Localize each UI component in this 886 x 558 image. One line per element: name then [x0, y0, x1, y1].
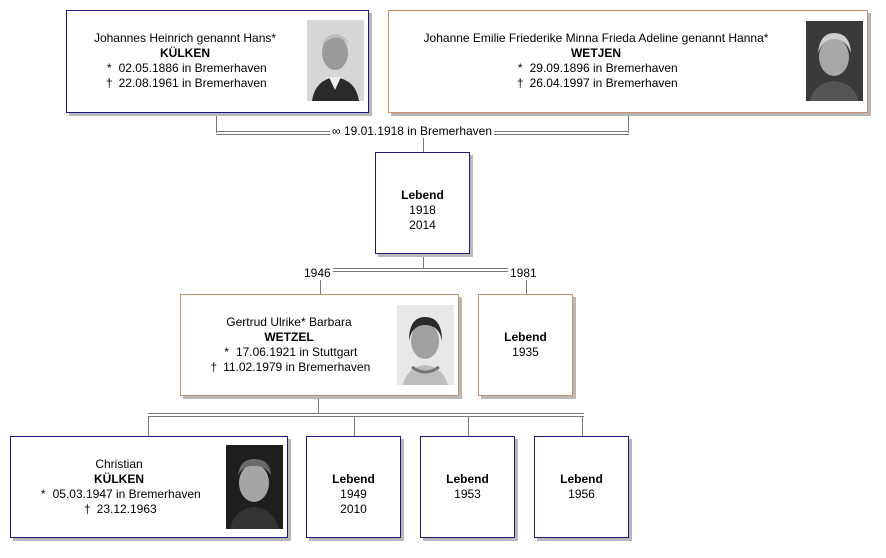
center-line2: 2014 [409, 218, 436, 232]
death-icon: † [210, 360, 218, 374]
connector-child3-up [468, 416, 469, 436]
person-father[interactable]: Johannes Heinrich genannt Hans* KÜLKEN *… [66, 10, 369, 113]
child4-line1: 1956 [568, 487, 595, 501]
wife1-name: Gertrud Ulrike* Barbara [226, 315, 352, 329]
marriage-label: ∞ 19.01.1918 in Bremerhaven [330, 124, 495, 138]
birth-icon: * [517, 61, 523, 75]
death-icon: † [83, 502, 91, 516]
spouse-year-right: 1981 [508, 266, 539, 280]
child3-title: Lebend [446, 472, 489, 486]
father-name: Johannes Heinrich genannt Hans* [93, 31, 277, 45]
wife2-title: Lebend [504, 330, 547, 344]
child1-name: Christian [95, 457, 143, 471]
connector-center-down [423, 254, 424, 268]
death-icon: † [516, 76, 524, 90]
connector-father-down [216, 113, 217, 133]
person-mother[interactable]: Johanne Emilie Friederike Minna Frieda A… [388, 10, 868, 113]
children-line [148, 413, 584, 417]
father-death: 22.08.1961 in Bremerhaven [118, 76, 267, 90]
marriage-date: 19.01.1918 in Bremerhaven [343, 124, 493, 138]
marriage-symbol: ∞ [332, 124, 341, 138]
center-line1: 1918 [409, 203, 436, 217]
connector-child2-up [354, 416, 355, 436]
wife2-line1: 1935 [512, 345, 539, 359]
person-child1[interactable]: Christian KÜLKEN * 05.03.1947 in Bremerh… [10, 436, 288, 538]
child1-photo [226, 445, 283, 529]
connector-marriage-center [423, 134, 424, 153]
person-child4[interactable]: Lebend 1956 [534, 436, 629, 538]
wife1-photo [397, 305, 454, 385]
mother-surname: WETJEN [570, 46, 621, 60]
connector-mother-down [628, 113, 629, 133]
spouse-line [320, 268, 527, 272]
father-surname: KÜLKEN [160, 46, 210, 60]
center-title: Lebend [401, 188, 444, 202]
wife1-surname: WETZEL [264, 330, 314, 344]
person-wife2[interactable]: Lebend 1935 [478, 294, 573, 396]
spouse-year-left: 1946 [302, 266, 333, 280]
wife1-birth: 17.06.1921 in Stuttgart [235, 345, 358, 359]
mother-birth: 29.09.1896 in Bremerhaven [529, 61, 678, 75]
mother-photo [806, 21, 863, 101]
connector-wife1-down [318, 396, 319, 413]
birth-icon: * [106, 61, 112, 75]
birth-icon: * [224, 345, 229, 359]
connector-child4-up [582, 416, 583, 436]
mother-death: 26.04.1997 in Bremerhaven [529, 76, 678, 90]
child1-surname: KÜLKEN [94, 472, 144, 486]
child1-birth: 05.03.1947 in Bremerhaven [52, 487, 201, 501]
person-center[interactable]: Lebend 1918 2014 [375, 152, 470, 254]
connector-wife1-up [320, 271, 321, 294]
child3-line1: 1953 [454, 487, 481, 501]
connector-wife2-up [526, 271, 527, 294]
death-icon: † [105, 76, 113, 90]
child2-title: Lebend [332, 472, 375, 486]
child1-death: 23.12.1963 [96, 502, 157, 516]
child2-line1: 1949 [340, 487, 367, 501]
child4-title: Lebend [560, 472, 603, 486]
child2-line2: 2010 [340, 502, 367, 516]
person-child2[interactable]: Lebend 1949 2010 [306, 436, 401, 538]
wife1-death: 11.02.1979 in Bremerhaven [223, 360, 371, 374]
father-birth: 02.05.1886 in Bremerhaven [118, 61, 267, 75]
person-wife1[interactable]: Gertrud Ulrike* Barbara WETZEL * 17.06.1… [180, 294, 459, 396]
father-photo [307, 20, 364, 101]
connector-child1-up [148, 416, 149, 436]
person-child3[interactable]: Lebend 1953 [420, 436, 515, 538]
birth-icon: * [40, 487, 46, 501]
mother-name: Johanne Emilie Friederike Minna Frieda A… [423, 31, 769, 45]
